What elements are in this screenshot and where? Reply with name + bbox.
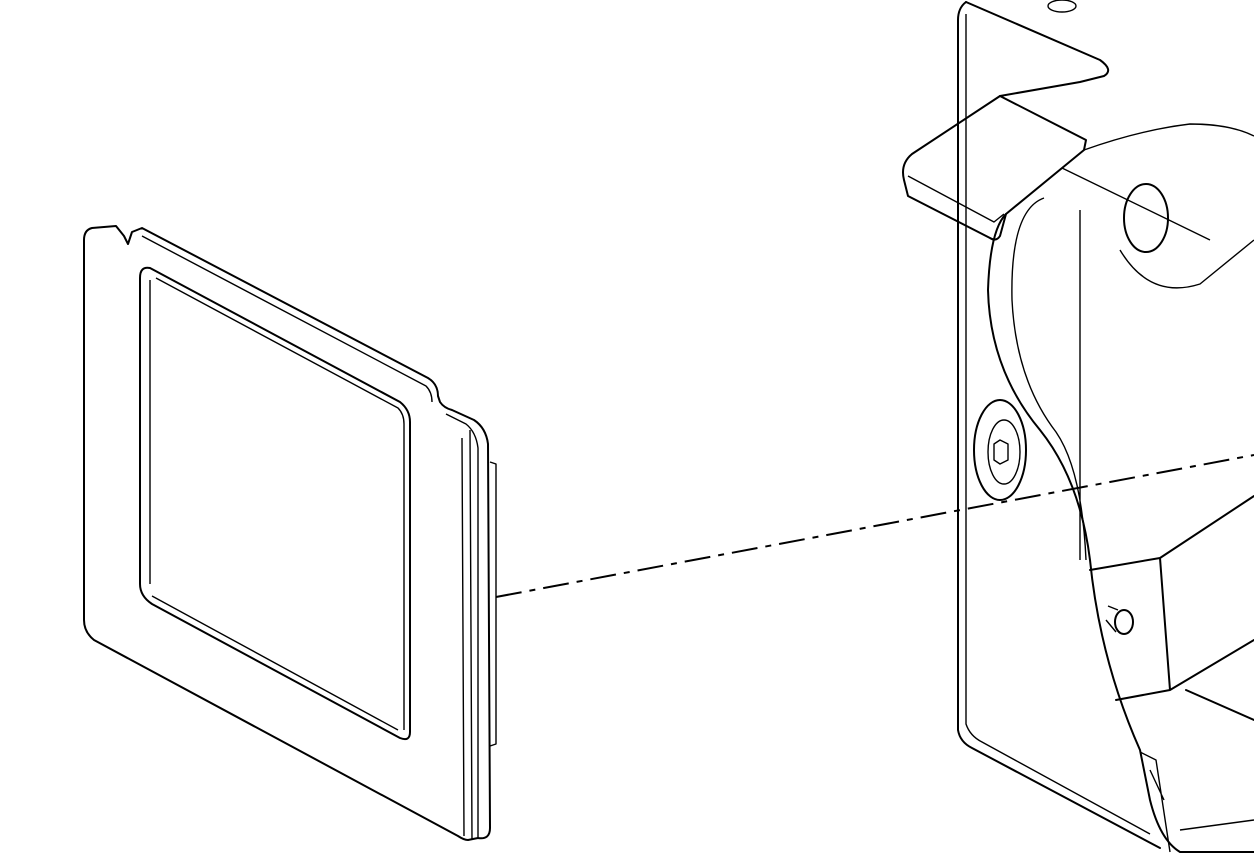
plate-thickness-top (141, 235, 479, 838)
pocket (1089, 495, 1254, 721)
back-plate-outline (957, 1, 1161, 849)
bottom-chamfer (1139, 751, 1254, 853)
alignment-axis-line (495, 454, 1254, 598)
curved-arm-inner (1011, 167, 1211, 561)
plate-front-outline (83, 225, 491, 841)
curved-arm (987, 213, 1254, 853)
hex-socket-icon (993, 439, 1009, 465)
arm-hole (1123, 183, 1169, 253)
screw-head (973, 399, 1027, 501)
locating-pin (1114, 609, 1134, 635)
plate-back-tab (489, 461, 497, 747)
screw-head-inner (987, 419, 1021, 485)
window-inner (149, 277, 405, 731)
panel-plate (83, 225, 497, 841)
flange-hole (1047, 0, 1077, 13)
locating-pin-body (1105, 605, 1119, 633)
clamp-tab (902, 95, 1087, 241)
window-outer (139, 266, 411, 741)
arm-hole-rim (1119, 239, 1254, 289)
back-plate-inner (965, 14, 1151, 835)
plate-side-edge (461, 429, 473, 841)
clamp-tab-edge (907, 123, 1254, 223)
housing-bracket (902, 0, 1254, 853)
top-flange (965, 1, 1110, 97)
